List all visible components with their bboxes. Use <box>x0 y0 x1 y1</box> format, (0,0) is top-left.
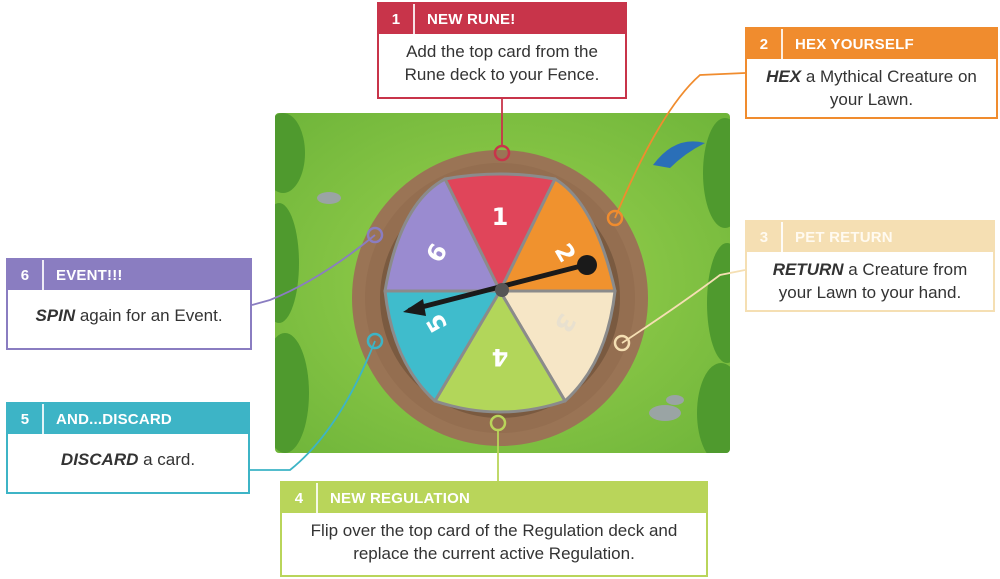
spinner-arrow <box>403 255 597 316</box>
callout-pet-return: 3 PET RETURN RETURN a Creature from your… <box>745 220 995 312</box>
callout-hex-yourself: 2 HEX YOURSELF HEX a Mythical Creature o… <box>745 27 998 119</box>
callout-keyword: SPIN <box>35 306 76 325</box>
segment-4 <box>433 289 567 414</box>
callout-number: 5 <box>8 404 44 434</box>
callout-number: 4 <box>282 483 318 513</box>
callout-title: AND...DISCARD <box>56 410 172 428</box>
callout-number: 3 <box>747 222 783 252</box>
stones <box>317 192 684 421</box>
segment-3 <box>498 289 617 403</box>
callout-title: HEX YOURSELF <box>795 35 914 53</box>
callout-keyword: RETURN <box>772 260 844 279</box>
segment-1 <box>443 172 557 293</box>
spinner-board: 1 2 3 4 5 6 <box>275 113 730 453</box>
callout-text: a Mythical Creature on your Lawn. <box>801 67 977 109</box>
callout-title: PET RETURN <box>795 228 893 246</box>
callout-title: NEW RUNE! <box>427 10 516 28</box>
callout-keyword: DISCARD <box>60 450 139 469</box>
segment-label-1: 1 <box>492 203 509 231</box>
segment-label-4: 4 <box>492 343 509 371</box>
callout-title: EVENT!!! <box>56 266 123 284</box>
callout-keyword: HEX <box>766 67 802 86</box>
callout-text: Flip over the top card of the Regulation… <box>310 521 678 563</box>
callout-new-rune: 1 NEW RUNE! Add the top card from the Ru… <box>377 2 627 99</box>
callout-number: 1 <box>379 4 415 34</box>
callout-title: NEW REGULATION <box>330 489 471 507</box>
spinner-wheel <box>383 172 617 414</box>
segment-6 <box>383 177 502 293</box>
callout-text: Add the top card from the Rune deck to y… <box>404 42 600 84</box>
callout-new-regulation: 4 NEW REGULATION Flip over the top card … <box>280 481 708 577</box>
callout-text: a Creature from your Lawn to your hand. <box>778 260 968 302</box>
callout-number: 2 <box>747 29 783 59</box>
target-dot-1 <box>493 144 511 162</box>
callout-number: 6 <box>8 260 44 290</box>
callout-and-discard: 5 AND...DISCARD DISCARD a card. <box>6 402 250 494</box>
segment-5 <box>383 289 502 403</box>
callout-text: a card. <box>138 450 196 469</box>
callout-event: 6 EVENT!!! SPIN again for an Event. <box>6 258 252 350</box>
callout-text: again for an Event. <box>75 306 223 325</box>
